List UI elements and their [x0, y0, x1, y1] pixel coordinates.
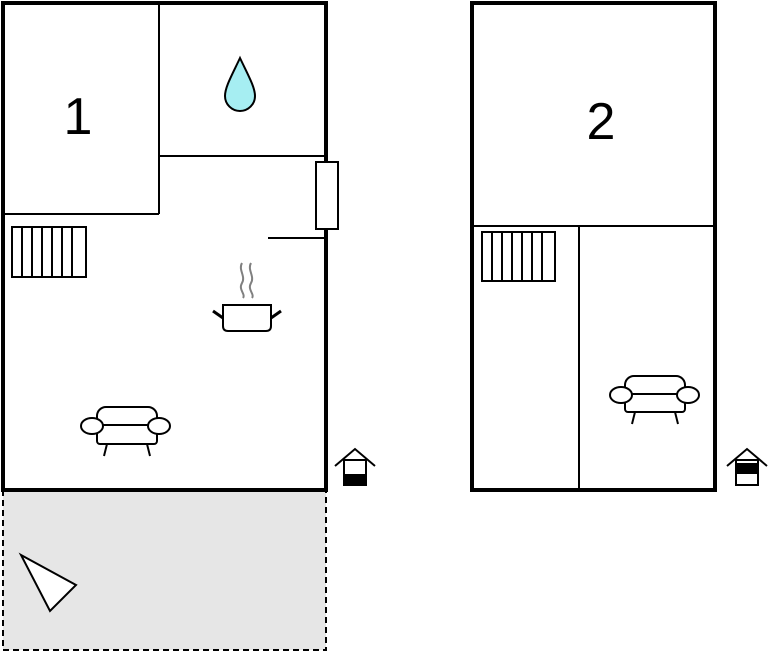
compass-north-arrow-icon: [18, 552, 78, 613]
window: [315, 161, 339, 230]
sofa-icon: [80, 406, 171, 457]
stairs-icon: [11, 226, 87, 278]
ground-floor-outer-wall: [1, 1, 328, 492]
floor-level-upper-icon: [726, 447, 768, 486]
water-drop-icon: [223, 55, 257, 112]
stairs-icon: [481, 231, 556, 282]
room-number-1: 1: [64, 88, 93, 146]
ground-floor-plan: 1: [1, 1, 376, 651]
terrace: [2, 489, 327, 651]
upper-floor-plan: 2: [470, 1, 768, 492]
floor-level-ground-icon: [334, 447, 376, 486]
sofa-icon: [609, 375, 700, 425]
room-number-2: 2: [587, 93, 616, 151]
upper-floor-outer-wall: [470, 1, 717, 492]
cooking-pot-icon: [212, 262, 282, 332]
